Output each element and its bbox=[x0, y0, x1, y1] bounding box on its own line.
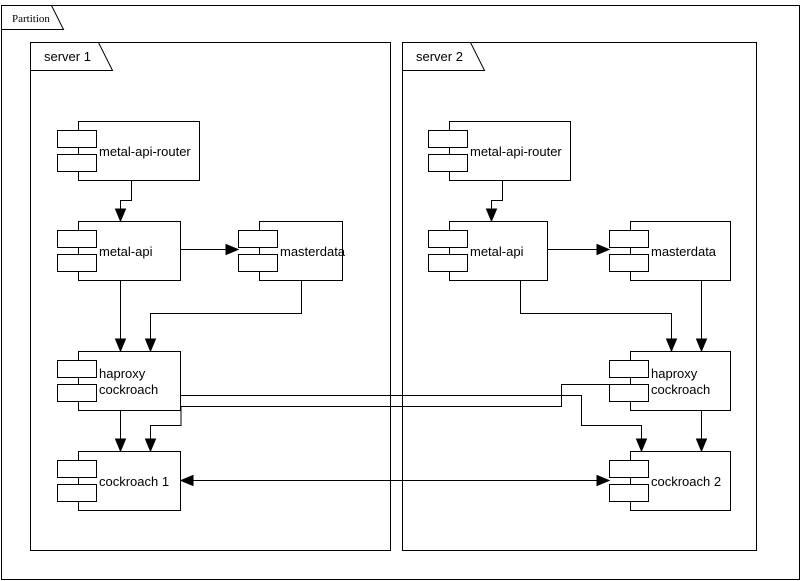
component-port-lower-icon bbox=[428, 254, 468, 272]
component-port-lower-icon bbox=[57, 384, 97, 402]
connector-line bbox=[150, 281, 302, 344]
component-label: cockroach 2 bbox=[651, 474, 721, 489]
arrow-head-icon bbox=[114, 338, 127, 353]
component-port-lower-icon bbox=[609, 384, 649, 402]
component-haproxy-cockroach-1[interactable]: haproxy cockroach bbox=[57, 351, 181, 411]
arrow-head-icon bbox=[114, 438, 127, 453]
component-port-lower-icon bbox=[238, 254, 278, 272]
arrow-head-icon bbox=[144, 438, 157, 453]
component-cockroach-1[interactable]: cockroach 1 bbox=[57, 451, 181, 511]
connector-line bbox=[520, 281, 672, 344]
arrow-head-icon bbox=[596, 243, 611, 256]
connector-metalapi1-to-haproxy1[interactable] bbox=[114, 281, 127, 353]
component-port-upper-icon bbox=[57, 130, 97, 148]
component-port-upper-icon bbox=[57, 230, 97, 248]
component-masterdata-2[interactable]: masterdata bbox=[609, 221, 731, 281]
server-1-frame-tab bbox=[30, 42, 114, 71]
component-body bbox=[78, 121, 200, 181]
component-label: masterdata bbox=[651, 244, 717, 259]
component-label-line-1: haproxy bbox=[651, 366, 698, 381]
component-label: metal-api bbox=[470, 244, 524, 259]
component-port-lower-icon bbox=[609, 254, 649, 272]
connector-haproxy1-to-cockroach1[interactable] bbox=[114, 411, 127, 453]
component-port-lower-icon bbox=[57, 154, 97, 172]
component-metal-api-router-1[interactable]: metal-api-router bbox=[57, 121, 200, 181]
server-1-frame-label: server 1 bbox=[44, 49, 91, 64]
component-port-upper-icon bbox=[428, 130, 468, 148]
component-label-line-2: cockroach bbox=[651, 382, 710, 397]
connector-metalapi2-to-haproxy2[interactable] bbox=[520, 281, 678, 353]
connector-masterdata1-to-haproxy1[interactable] bbox=[144, 281, 302, 353]
arrow-head-icon bbox=[114, 208, 127, 223]
connector-haproxy1-to-cockroach2[interactable] bbox=[181, 395, 648, 453]
arrow-head-icon bbox=[695, 438, 708, 453]
server-2-frame-label: server 2 bbox=[416, 49, 463, 64]
component-port-upper-icon bbox=[57, 460, 97, 478]
connector-line bbox=[120, 181, 132, 214]
component-port-lower-icon bbox=[428, 154, 468, 172]
connector-metalapi1-to-masterdata1[interactable] bbox=[181, 243, 240, 256]
connector-line bbox=[491, 181, 503, 214]
arrow-head-icon bbox=[665, 338, 678, 353]
component-label: cockroach 1 bbox=[99, 474, 169, 489]
arrow-head-icon bbox=[179, 474, 194, 487]
component-body bbox=[449, 121, 571, 181]
component-label: metal-api-router bbox=[99, 144, 191, 159]
component-metal-api-1[interactable]: metal-api bbox=[57, 221, 181, 281]
component-port-upper-icon bbox=[238, 230, 278, 248]
component-label: metal-api bbox=[99, 244, 153, 259]
component-port-upper-icon bbox=[428, 230, 468, 248]
component-port-lower-icon bbox=[57, 254, 97, 272]
component-haproxy-cockroach-2[interactable]: haproxy cockroach bbox=[609, 351, 731, 411]
component-port-upper-icon bbox=[609, 460, 649, 478]
connector-router1-to-metalapi1[interactable] bbox=[114, 181, 132, 223]
arrow-head-icon bbox=[695, 338, 708, 353]
arrow-head-icon bbox=[485, 208, 498, 223]
partition-frame-label: Partition bbox=[12, 13, 50, 25]
arrow-head-icon bbox=[635, 438, 648, 453]
component-port-upper-icon bbox=[609, 230, 649, 248]
component-label: metal-api-router bbox=[470, 144, 562, 159]
component-port-upper-icon bbox=[57, 360, 97, 378]
component-label-line-1: haproxy bbox=[99, 366, 146, 381]
component-port-lower-icon bbox=[609, 484, 649, 502]
connector-masterdata2-to-haproxy2[interactable] bbox=[695, 281, 708, 353]
connector-line bbox=[181, 395, 642, 444]
partition-frame-tab bbox=[1, 5, 65, 30]
component-metal-api-router-2[interactable]: metal-api-router bbox=[428, 121, 571, 181]
connector-cockroach1-cockroach2-replication[interactable] bbox=[179, 474, 611, 487]
component-masterdata-1[interactable]: masterdata bbox=[238, 221, 346, 281]
server-2-frame-tab bbox=[402, 42, 486, 71]
component-port-upper-icon bbox=[609, 360, 649, 378]
arrow-head-icon bbox=[144, 338, 157, 353]
arrow-head-icon bbox=[225, 243, 240, 256]
component-label: masterdata bbox=[280, 244, 346, 259]
connector-haproxy2-to-cockroach2[interactable] bbox=[695, 411, 708, 453]
connector-metalapi2-to-masterdata2[interactable] bbox=[548, 243, 611, 256]
component-metal-api-2[interactable]: metal-api bbox=[428, 221, 548, 281]
component-label-line-2: cockroach bbox=[99, 382, 158, 397]
component-port-lower-icon bbox=[57, 484, 97, 502]
arrow-head-icon bbox=[596, 474, 611, 487]
component-cockroach-2[interactable]: cockroach 2 bbox=[609, 451, 731, 511]
connector-router2-to-metalapi2[interactable] bbox=[485, 181, 503, 223]
